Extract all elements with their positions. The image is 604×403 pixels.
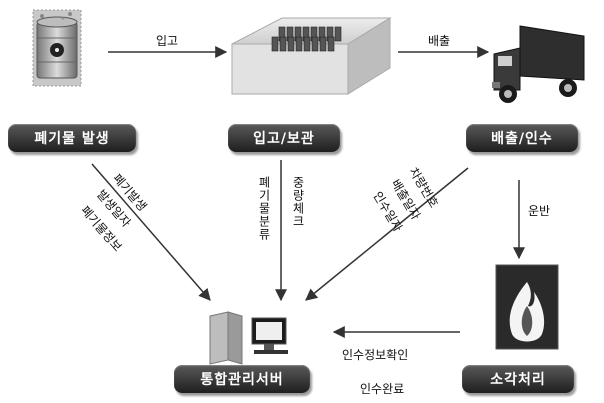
label-intake: 입고 <box>156 32 178 49</box>
node-incineration: 소각처리 <box>462 365 574 393</box>
storage-container-icon <box>232 18 390 94</box>
node-server: 통합관리서버 <box>174 365 310 393</box>
node-storage: 입고/보관 <box>228 124 340 152</box>
radioactive-barrel-icon <box>33 10 81 86</box>
node-dispatch: 배출/인수 <box>466 124 578 152</box>
label-receipt-info-check: 인수정보확인 <box>342 346 408 363</box>
label-waste-classification: 폐기물분류 <box>256 176 273 241</box>
label-weight-check: 중량체크 <box>290 176 307 228</box>
label-receipt-complete: 인수완료 <box>360 380 404 397</box>
fire-icon <box>496 265 558 349</box>
label-discharge: 배출 <box>428 32 450 49</box>
computer-server-icon <box>210 312 288 364</box>
truck-icon <box>492 26 584 103</box>
label-transport: 운반 <box>528 202 550 219</box>
node-waste-generation: 폐기물 발생 <box>8 124 136 152</box>
arrow-dispatch-to-server <box>306 168 468 300</box>
